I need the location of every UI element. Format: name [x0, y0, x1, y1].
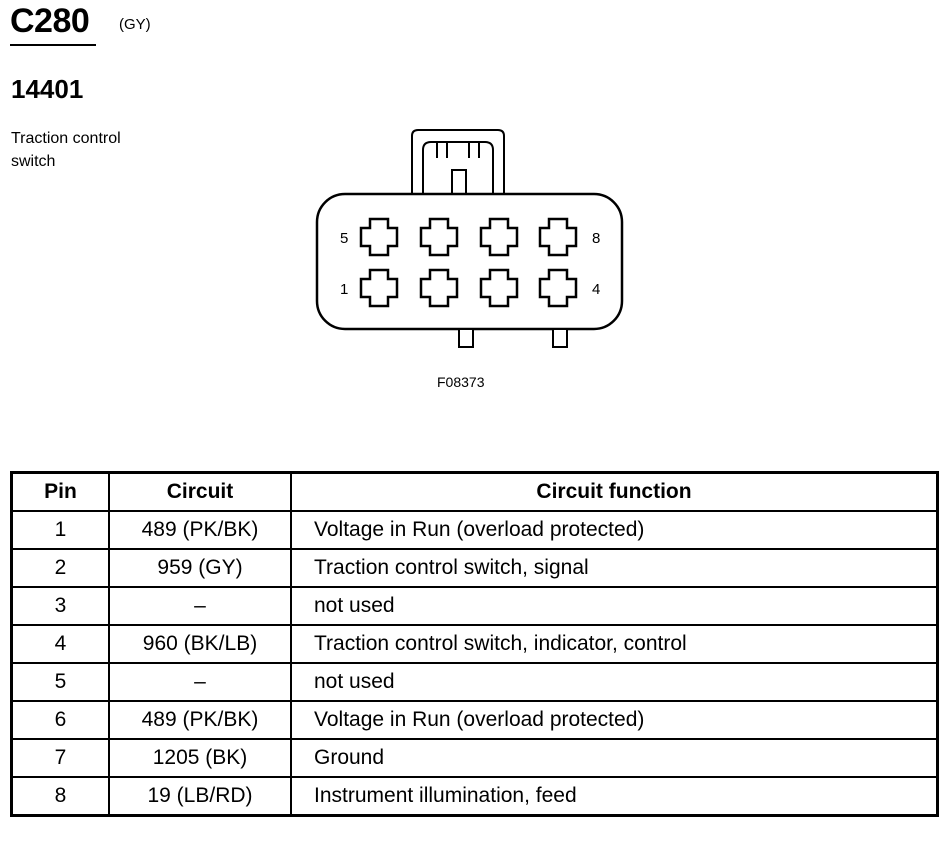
part-number: 14401 [11, 74, 84, 104]
cell-circuit: 959 (GY) [108, 548, 292, 588]
pinout-table: Pin Circuit Circuit function 1 489 (PK/B… [10, 471, 939, 817]
cell-circuit: 1205 (BK) [108, 738, 292, 778]
component-name-line1: Traction control [11, 130, 121, 147]
cell-pin: 1 [10, 510, 110, 550]
table-header-row: Pin Circuit Circuit function [10, 471, 939, 512]
cell-pin: 2 [10, 548, 110, 588]
component-name-line2: switch [11, 153, 56, 170]
cell-function: Traction control switch, signal [290, 548, 939, 588]
cell-function: Instrument illumination, feed [290, 776, 939, 817]
header-circuit: Circuit [108, 471, 292, 512]
connector-color: (GY) [119, 16, 151, 33]
cell-circuit: 489 (PK/BK) [108, 700, 292, 740]
table-row: 8 19 (LB/RD) Instrument illumination, fe… [10, 776, 939, 817]
connector-id: C280 [10, 2, 90, 40]
table-row: 6 489 (PK/BK) Voltage in Run (overload p… [10, 700, 939, 740]
cell-pin: 6 [10, 700, 110, 740]
table-row: 3 – not used [10, 586, 939, 626]
connector-key-right [552, 328, 568, 348]
cell-circuit: – [108, 586, 292, 626]
cell-circuit: – [108, 662, 292, 702]
connector-id-underline [10, 44, 96, 46]
header-pin: Pin [10, 471, 110, 512]
cell-circuit: 19 (LB/RD) [108, 776, 292, 817]
cell-function: not used [290, 586, 939, 626]
terminal-cavity-6 [419, 217, 459, 257]
cell-pin: 5 [10, 662, 110, 702]
pin-label-4: 4 [592, 281, 600, 298]
connector-face-diagram: 5 8 1 4 [315, 129, 624, 348]
cell-pin: 8 [10, 776, 110, 817]
table-row: 7 1205 (BK) Ground [10, 738, 939, 778]
header-circuit-function: Circuit function [290, 471, 939, 512]
connector-key-left [458, 328, 474, 348]
terminal-cavity-1 [359, 268, 399, 308]
cell-pin: 3 [10, 586, 110, 626]
terminal-cavity-5 [359, 217, 399, 257]
cell-pin: 7 [10, 738, 110, 778]
terminal-cavity-2 [419, 268, 459, 308]
cell-function: Voltage in Run (overload protected) [290, 510, 939, 550]
table-row: 1 489 (PK/BK) Voltage in Run (overload p… [10, 510, 939, 550]
connector-latch [411, 129, 505, 197]
cell-function: Voltage in Run (overload protected) [290, 700, 939, 740]
cell-circuit: 960 (BK/LB) [108, 624, 292, 664]
figure-id: F08373 [437, 374, 485, 390]
pin-label-5: 5 [340, 230, 348, 247]
terminal-cavity-8 [538, 217, 578, 257]
terminal-cavity-4 [538, 268, 578, 308]
component-name: Traction control switch [11, 127, 191, 173]
table-row: 2 959 (GY) Traction control switch, sign… [10, 548, 939, 588]
cell-function: Traction control switch, indicator, cont… [290, 624, 939, 664]
cell-pin: 4 [10, 624, 110, 664]
table-row: 4 960 (BK/LB) Traction control switch, i… [10, 624, 939, 664]
terminal-cavity-3 [479, 268, 519, 308]
terminal-cavity-7 [479, 217, 519, 257]
pin-label-8: 8 [592, 230, 600, 247]
cell-function: Ground [290, 738, 939, 778]
cell-function: not used [290, 662, 939, 702]
cell-circuit: 489 (PK/BK) [108, 510, 292, 550]
table-row: 5 – not used [10, 662, 939, 702]
connector-housing [315, 192, 624, 331]
pin-label-1: 1 [340, 281, 348, 298]
